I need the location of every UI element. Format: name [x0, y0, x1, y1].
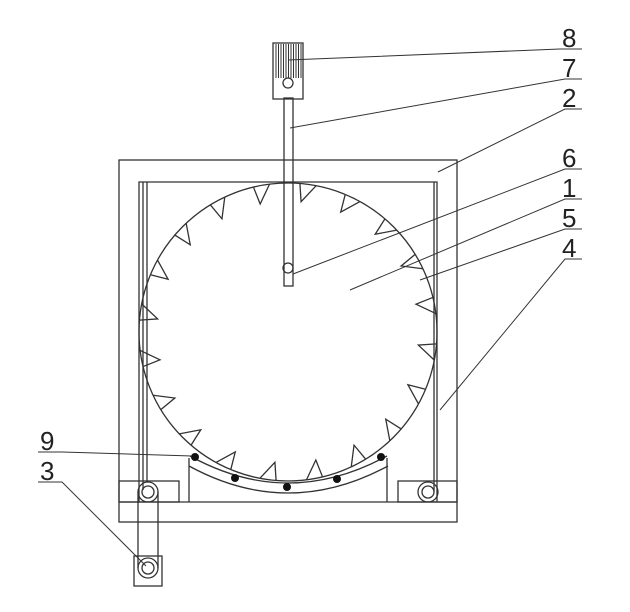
drum-tooth: [384, 417, 402, 441]
drum-tooth: [139, 303, 160, 321]
label-8: 8: [562, 23, 576, 53]
lower-pulley-inner: [141, 561, 155, 575]
drum-tooth: [153, 394, 177, 411]
tray-inner: [189, 455, 388, 484]
label-9: 9: [40, 426, 54, 456]
ball: [377, 453, 385, 461]
drum-tooth: [350, 443, 367, 467]
motor-housing: [272, 42, 304, 100]
right-pulley: [417, 481, 439, 503]
drum-circle: [138, 182, 438, 482]
lower-pulley-box: [133, 555, 163, 587]
drum-tooth: [179, 428, 203, 446]
drum-tooth: [215, 450, 237, 470]
drum-tooth: [339, 194, 361, 214]
motor-hatch: [275, 44, 302, 78]
leader-lines: [38, 48, 582, 567]
ball: [333, 475, 341, 483]
label-2: 2: [562, 83, 576, 113]
balls: [191, 453, 385, 491]
label-6: 6: [562, 143, 576, 173]
label-1: 1: [562, 173, 576, 203]
drum-tooth: [174, 223, 192, 247]
rod: [283, 97, 294, 287]
left-pulley: [137, 481, 159, 503]
label-3: 3: [40, 456, 54, 486]
label-4: 4: [562, 233, 576, 263]
drum-tooth: [259, 460, 277, 481]
motor-shaft: [282, 77, 294, 89]
drum-tooth: [399, 253, 423, 270]
label-7: 7: [562, 53, 576, 83]
outer-frame: [118, 159, 458, 523]
inner-frame: [138, 181, 438, 502]
left-block: [118, 480, 180, 503]
drum-tooth: [414, 296, 437, 315]
drum-teeth: [139, 183, 437, 481]
label-5: 5: [562, 203, 576, 233]
drum-tooth: [209, 197, 226, 221]
rod-pivot: [282, 262, 294, 274]
ball: [231, 474, 239, 482]
drum-tooth: [305, 458, 324, 481]
tray-outer: [188, 465, 389, 494]
drum-tooth: [373, 218, 397, 236]
drum-tooth: [150, 259, 170, 281]
left-pulley-inner: [141, 485, 155, 499]
ball: [191, 453, 199, 461]
right-pulley-inner: [421, 485, 435, 499]
drum-tooth: [299, 183, 317, 204]
ball: [283, 483, 291, 491]
drum-tooth: [406, 383, 426, 405]
drum-tooth: [416, 343, 437, 361]
drum-tooth: [252, 183, 271, 206]
right-block: [397, 480, 458, 503]
